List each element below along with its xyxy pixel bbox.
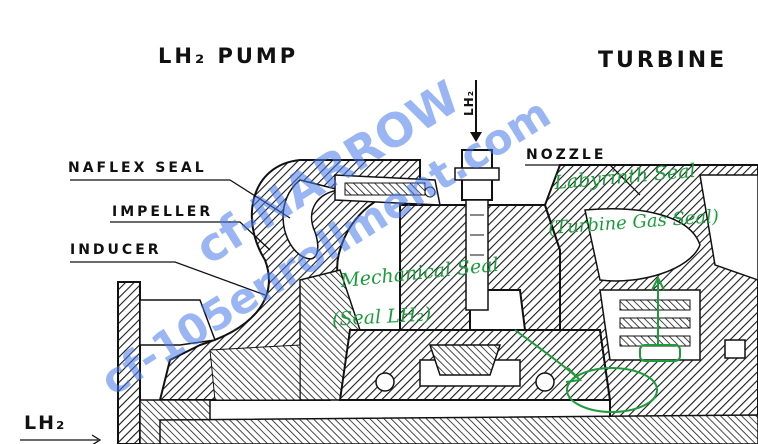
naflex-seal-label: NAFLEX SEAL <box>68 160 207 176</box>
nozzle-label: NOZZLE <box>526 147 607 163</box>
pump-heading: LH₂ PUMP <box>158 44 299 68</box>
pump-housing <box>158 159 421 401</box>
lh2-inlet-label: LH₂ <box>24 412 67 434</box>
inducer-label: INDUCER <box>70 242 162 258</box>
impeller-label: IMPELLER <box>112 204 214 220</box>
turbine-housing <box>543 164 758 444</box>
turbine-heading: TURBINE <box>598 48 728 73</box>
leader-lines <box>20 164 641 444</box>
inlet-fitting <box>454 80 500 311</box>
naflex-seal <box>334 174 441 206</box>
shaft <box>159 414 758 444</box>
annotation-marks <box>514 275 681 413</box>
